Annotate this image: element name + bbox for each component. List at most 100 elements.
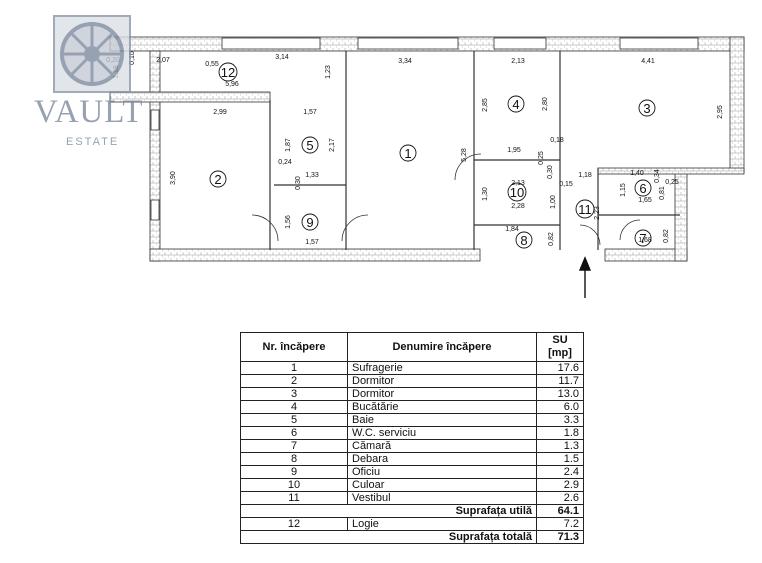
room-area: 1.5 bbox=[536, 452, 584, 466]
dimension-label: 2,28 bbox=[511, 203, 525, 210]
room-number-12: 12 bbox=[218, 62, 238, 82]
dimension-label: 0,55 bbox=[205, 61, 219, 68]
dimension-label: 3,34 bbox=[398, 58, 412, 65]
dimension-label: 0,18 bbox=[550, 137, 564, 144]
room-number-5: 5 bbox=[301, 136, 319, 154]
dimension-label: 0,82 bbox=[663, 229, 670, 243]
svg-text:9: 9 bbox=[306, 215, 313, 230]
room-nr: 9 bbox=[240, 465, 348, 479]
room-name: Debara bbox=[347, 452, 537, 466]
dimension-label: 4,41 bbox=[641, 58, 655, 65]
dimension-label: 1,18 bbox=[578, 172, 592, 179]
brand-subtitle: ESTATE bbox=[66, 136, 120, 148]
svg-text:4: 4 bbox=[512, 97, 519, 112]
room-table: Nr. încăpere Denumire încăpere SU [mp] 1… bbox=[240, 332, 584, 544]
dimension-label: 0,24 bbox=[278, 159, 292, 166]
svg-text:7: 7 bbox=[639, 231, 646, 246]
svg-text:10: 10 bbox=[510, 185, 524, 200]
room-area: 17.6 bbox=[536, 361, 584, 375]
dimension-label: 2,13 bbox=[511, 58, 525, 65]
dimension-label: 1,00 bbox=[550, 195, 557, 209]
dimension-label: 0,10 bbox=[129, 51, 136, 65]
room-nr: 8 bbox=[240, 452, 348, 466]
dimension-label: 0,34 bbox=[654, 169, 661, 183]
dimension-label: 5,28 bbox=[461, 148, 468, 162]
room-name: Dormitor bbox=[347, 387, 537, 401]
room-number-11: 11 bbox=[575, 199, 595, 219]
header-nr: Nr. încăpere bbox=[240, 332, 348, 362]
room-area: 2.9 bbox=[536, 478, 584, 492]
dimension-label: 1,56 bbox=[285, 215, 292, 229]
dimension-label: 1,15 bbox=[620, 183, 627, 197]
dimension-label: 0,30 bbox=[295, 176, 302, 190]
room-name: Vestibul bbox=[347, 491, 537, 505]
room-number-4: 4 bbox=[507, 95, 525, 113]
doors bbox=[251, 153, 641, 246]
dimension-label: 1,23 bbox=[325, 65, 332, 79]
dimension-label: 1,33 bbox=[305, 172, 319, 179]
svg-text:11: 11 bbox=[578, 202, 592, 217]
total-label: Suprafața totală bbox=[240, 530, 537, 544]
room-name: W.C. serviciu bbox=[347, 426, 537, 440]
dimension-label: 1,68 bbox=[638, 237, 652, 244]
room-area: 13.0 bbox=[536, 387, 584, 401]
svg-text:1: 1 bbox=[404, 146, 411, 161]
walls bbox=[109, 36, 745, 262]
floor-plan: 0,201,190,102,070,553,141,235,963,342,13… bbox=[106, 36, 745, 298]
room-nr: 1 bbox=[240, 361, 348, 375]
windows bbox=[150, 37, 699, 221]
dimension-label: 2,85 bbox=[482, 98, 489, 112]
room-number-1: 1 bbox=[399, 144, 417, 162]
room-nr: 10 bbox=[240, 478, 348, 492]
room-area: 2.4 bbox=[536, 465, 584, 479]
room-area: 7.2 bbox=[536, 517, 584, 531]
room-number-9: 9 bbox=[301, 213, 319, 231]
room-number-3: 3 bbox=[638, 99, 656, 117]
dimension-label: 2,17 bbox=[329, 138, 336, 152]
dimension-label: 0,81 bbox=[659, 186, 666, 200]
dimension-label: 1,57 bbox=[303, 109, 317, 116]
brand-name: VAULT bbox=[34, 94, 144, 130]
room-name: Cămară bbox=[347, 439, 537, 453]
dimension-label: 1,95 bbox=[507, 147, 521, 154]
dimension-label: 1,65 bbox=[638, 197, 652, 204]
dimension-label: 5,96 bbox=[225, 81, 239, 88]
svg-text:2: 2 bbox=[214, 172, 221, 187]
room-nr: 6 bbox=[240, 426, 348, 440]
dimension-label: 1,57 bbox=[305, 239, 319, 246]
header-name: Denumire încăpere bbox=[347, 332, 537, 362]
dimension-label: 0,15 bbox=[559, 181, 573, 188]
room-number-7: 7 bbox=[634, 229, 652, 247]
dimension-label: 1,40 bbox=[630, 170, 644, 177]
room-name: Oficiu bbox=[347, 465, 537, 479]
room-number-10: 10 bbox=[507, 182, 527, 202]
dimension-label: 2,99 bbox=[213, 109, 227, 116]
dimension-label: 2,23 bbox=[594, 206, 601, 220]
room-area: 6.0 bbox=[536, 400, 584, 414]
room-name: Baie bbox=[347, 413, 537, 427]
room-number-6: 6 bbox=[634, 179, 652, 197]
dimension-label: 0,25 bbox=[538, 151, 545, 165]
room-nr: 11 bbox=[240, 491, 348, 505]
room-nr: 4 bbox=[240, 400, 348, 414]
room-area: 2.6 bbox=[536, 491, 584, 505]
room-name: Logie bbox=[347, 517, 537, 531]
room-nr: 12 bbox=[240, 517, 348, 531]
room-area: 11.7 bbox=[536, 374, 584, 388]
room-area: 1.8 bbox=[536, 426, 584, 440]
dimension-label: 0,82 bbox=[548, 232, 555, 246]
dimension-label: 3,14 bbox=[275, 54, 289, 61]
vault-estate-logo: VAULT ESTATE bbox=[30, 14, 152, 164]
room-number-2: 2 bbox=[209, 170, 227, 188]
dimension-label: 2,07 bbox=[156, 57, 170, 64]
dimension-label: 1,84 bbox=[505, 226, 519, 233]
